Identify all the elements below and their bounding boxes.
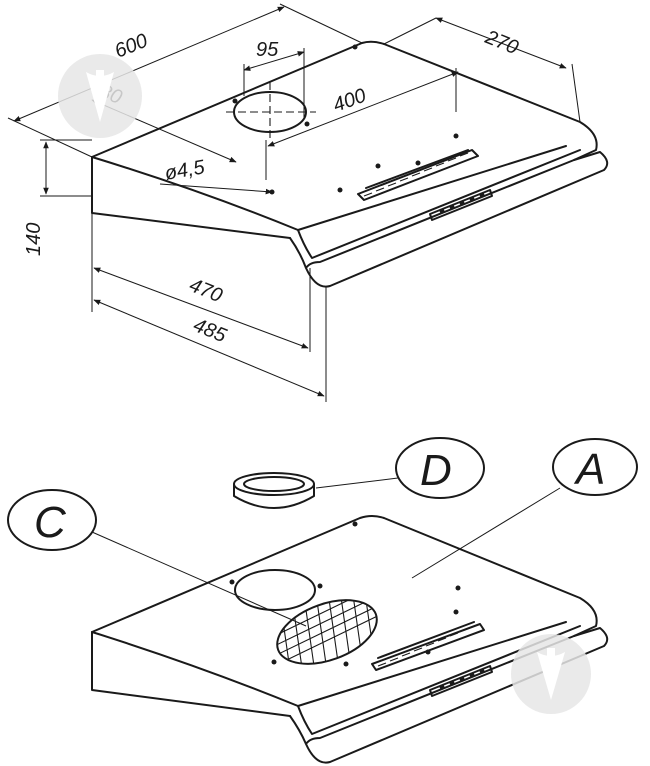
dim-400: 400 bbox=[330, 85, 369, 117]
callout-a-bubble bbox=[552, 438, 638, 496]
watermark-icon-lower bbox=[511, 634, 591, 714]
callout-d: D bbox=[420, 446, 452, 495]
hood-lip-lower bbox=[289, 627, 609, 764]
hood-front-face-lower bbox=[91, 631, 291, 717]
hood-top-panel bbox=[91, 40, 598, 161]
callout-d-bubble bbox=[395, 437, 485, 499]
vent-slots-lower bbox=[371, 621, 485, 671]
dim-600: 600 bbox=[112, 30, 151, 63]
control-buttons-lower bbox=[429, 665, 493, 697]
callout-c: C bbox=[34, 498, 67, 547]
dimensioned-hood: 600 270 95 80 400 ø4,5 140 470 bbox=[7, 3, 609, 402]
dim-270: 270 bbox=[481, 26, 521, 59]
exploded-hood: A C D bbox=[7, 437, 638, 764]
outlet-collar bbox=[233, 472, 315, 509]
hood-front-rim bbox=[91, 145, 567, 231]
grease-filter-mesh bbox=[268, 587, 386, 671]
control-buttons bbox=[429, 189, 493, 221]
dim-470: 470 bbox=[186, 274, 225, 307]
hood-lip-inner bbox=[297, 149, 581, 259]
hood-lip bbox=[289, 151, 609, 288]
callout-a: A bbox=[573, 445, 605, 494]
callout-c-bubble bbox=[7, 489, 97, 551]
watermark-icon bbox=[58, 54, 142, 138]
hood-top-panel-lower bbox=[91, 515, 598, 637]
dim-95: 95 bbox=[256, 39, 279, 61]
dim-140: 140 bbox=[23, 223, 45, 256]
outlet-hole-lower bbox=[234, 569, 316, 611]
vent-slots bbox=[357, 149, 479, 201]
dim-hole-diameter: ø4,5 bbox=[163, 156, 207, 185]
